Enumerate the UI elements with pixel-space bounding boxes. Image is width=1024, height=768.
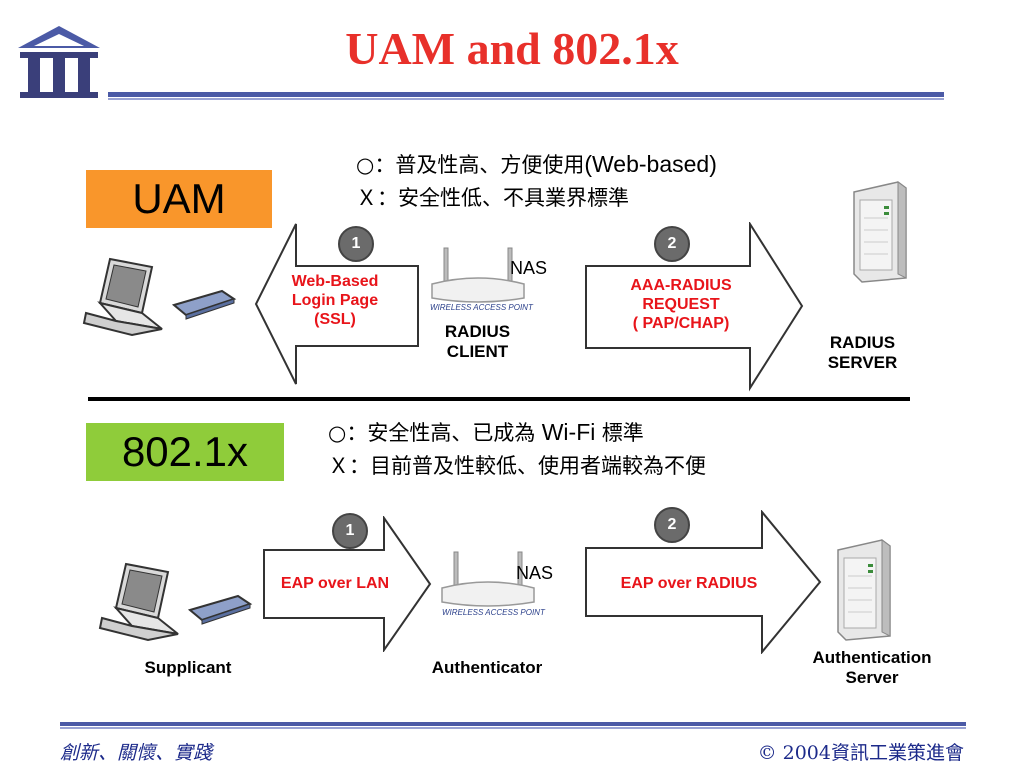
- title-divider: [108, 92, 944, 97]
- auth-server-icon: [837, 539, 891, 641]
- uam-pro-line: ○：普及性高、方便使用(Web-based): [356, 148, 717, 182]
- eap-over-radius-arrow: [585, 510, 822, 654]
- radius-client-label: RADIUS CLIENT: [425, 322, 530, 362]
- uam-ap-caption: WIRELESS ACCESS POINT: [430, 303, 533, 312]
- authenticator-ap-icon: [441, 551, 535, 607]
- dot1x-con-line: Ｘ：目前普及性較低、使用者端較為不便: [328, 454, 706, 478]
- auth-server-line-2: Server: [845, 668, 899, 687]
- uam-notes: ○：普及性高、方便使用(Web-based) Ｘ：安全性低、不具業界標準: [356, 148, 717, 215]
- radius-server-label: RADIUS SERVER: [810, 333, 915, 373]
- dot1x-pro-tail: 標準: [601, 421, 644, 445]
- right-arrow-line-3: ( PAP/CHAP): [632, 315, 730, 332]
- right-arrow-line-2: REQUEST: [642, 296, 720, 313]
- eap-over-radius-label: EAP over RADIUS: [620, 575, 758, 592]
- dot1x-pro-line: ○：安全性高、已成為 Wi-Fi 標準: [328, 416, 706, 450]
- uam-left-arrow: [254, 223, 419, 385]
- authenticator-label: Authenticator: [431, 658, 543, 677]
- client-line-1: RADIUS: [444, 322, 511, 341]
- server-line-2: SERVER: [827, 353, 898, 372]
- uam-step-2-badge: 2: [654, 226, 690, 262]
- section-divider: [88, 397, 910, 401]
- left-arrow-line-3: (SSL): [314, 311, 356, 328]
- left-arrow-line-1: Web-Based: [291, 273, 379, 290]
- dot1x-notes: ○：安全性高、已成為 Wi-Fi 標準 Ｘ：目前普及性較低、使用者端較為不便: [328, 416, 706, 483]
- title-divider-accent: [108, 98, 944, 100]
- footer-motto: 創新、關懷、實踐: [60, 742, 213, 764]
- laptop-icon: [82, 257, 237, 337]
- footer-divider: [60, 722, 966, 726]
- auth-server-label: Authentication Server: [780, 648, 964, 688]
- footer-copyright: © 2004資訊工業策進會: [757, 742, 964, 764]
- eap-over-lan-label: EAP over LAN: [280, 575, 390, 592]
- page-title: UAM and 802.1x: [345, 23, 679, 74]
- dot1x-ap-caption: WIRELESS ACCESS POINT: [442, 608, 545, 617]
- uam-step-1-badge: 1: [338, 226, 374, 262]
- uam-nas-label: NAS: [510, 258, 548, 278]
- dot1x-pro-en: Wi-Fi: [535, 419, 602, 445]
- uam-right-arrow-label: AAA-RADIUS REQUEST ( PAP/CHAP): [600, 276, 762, 333]
- supplicant-label: Supplicant: [144, 658, 232, 677]
- left-arrow-line-2: Login Page: [291, 292, 379, 309]
- right-arrow-line-1: AAA-RADIUS: [630, 277, 732, 294]
- access-point-icon: [431, 247, 525, 303]
- institute-logo: [18, 26, 100, 98]
- supplicant-laptop-icon: [98, 562, 253, 642]
- footer-divider-accent: [60, 727, 966, 729]
- eap-over-lan-arrow: [263, 516, 432, 652]
- uam-left-arrow-label: Web-Based Login Page (SSL): [280, 272, 390, 329]
- uam-label-box: UAM: [86, 170, 272, 228]
- dot1x-step-2-badge: 2: [654, 507, 690, 543]
- auth-server-line-1: Authentication: [812, 648, 932, 667]
- dot1x-step-1-badge: 1: [332, 513, 368, 549]
- client-line-2: CLIENT: [446, 342, 509, 361]
- uam-right-arrow: [585, 222, 804, 392]
- dot1x-pro-text: ○：安全性高、已成為: [328, 421, 536, 445]
- uam-con-line: Ｘ：安全性低、不具業界標準: [356, 186, 629, 210]
- dot1x-label-box: 802.1x: [86, 423, 284, 481]
- uam-pro-en: (Web-based): [584, 151, 717, 177]
- server-line-1: RADIUS: [829, 333, 896, 352]
- server-icon: [853, 181, 907, 283]
- dot1x-nas-label: NAS: [516, 563, 554, 583]
- uam-pro-text: ○：普及性高、方便使用: [356, 153, 585, 177]
